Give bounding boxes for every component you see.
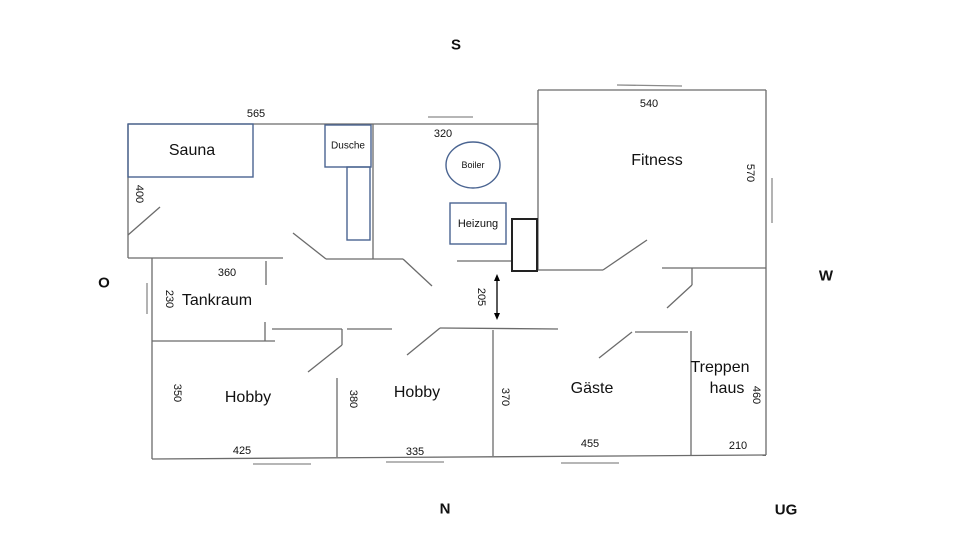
boiler-tank [445,141,501,189]
dim-gaeste-width: 455 [580,438,600,450]
compass-east: O [98,274,110,292]
arrow-head-down [494,313,500,320]
wall [439,327,559,330]
compass-west: W [818,267,834,285]
dim-hobby2-height: 380 [347,389,359,409]
door [307,344,343,373]
room-sauna: Sauna [168,142,216,159]
dim-tank-width: 360 [217,267,237,279]
dim-top-mid: 320 [433,128,453,140]
window [616,84,683,87]
door [406,327,441,356]
dim-hobby1-width: 425 [232,445,252,457]
dim-gaeste-height: 370 [499,387,511,407]
room-fitness: Fitness [631,152,683,169]
arrow-head-up [494,274,500,281]
dim-left-height: 400 [133,184,145,204]
dim-treppen-height: 460 [750,385,762,405]
room-treppenhaus-line1: Treppen [690,359,750,376]
dim-corridor: 205 [475,287,487,307]
heizung-box [449,202,507,245]
compass-south: S [450,36,462,54]
room-heizung: Heizung [457,218,499,230]
door [666,284,693,309]
room-hobby-2: Hobby [393,384,441,401]
room-treppenhaus-line2: haus [709,380,745,397]
dim-fitness-width: 540 [639,98,659,110]
sauna-box [127,123,254,178]
room-gaeste: Gäste [570,380,614,397]
door [127,206,161,236]
room-tankraum: Tankraum [181,292,253,309]
door [598,331,633,359]
dim-fitness-height: 570 [744,163,756,183]
door [292,232,327,260]
dim-hobby2-width: 335 [405,446,425,458]
dim-tank-height: 230 [163,289,175,309]
door [402,258,433,287]
compass-north: N [439,500,451,518]
dim-treppen-width: 210 [728,440,748,452]
dim-hobby1-height: 350 [171,383,183,403]
wall [151,454,767,460]
dim-top-left: 565 [246,108,266,120]
chimney [511,218,538,272]
room-hobby-1: Hobby [224,389,272,406]
room-boiler: Boiler [461,160,485,170]
dusche-bench [346,166,371,241]
level-label: UG [774,501,798,519]
room-dusche: Dusche [331,140,365,152]
door [602,239,648,271]
